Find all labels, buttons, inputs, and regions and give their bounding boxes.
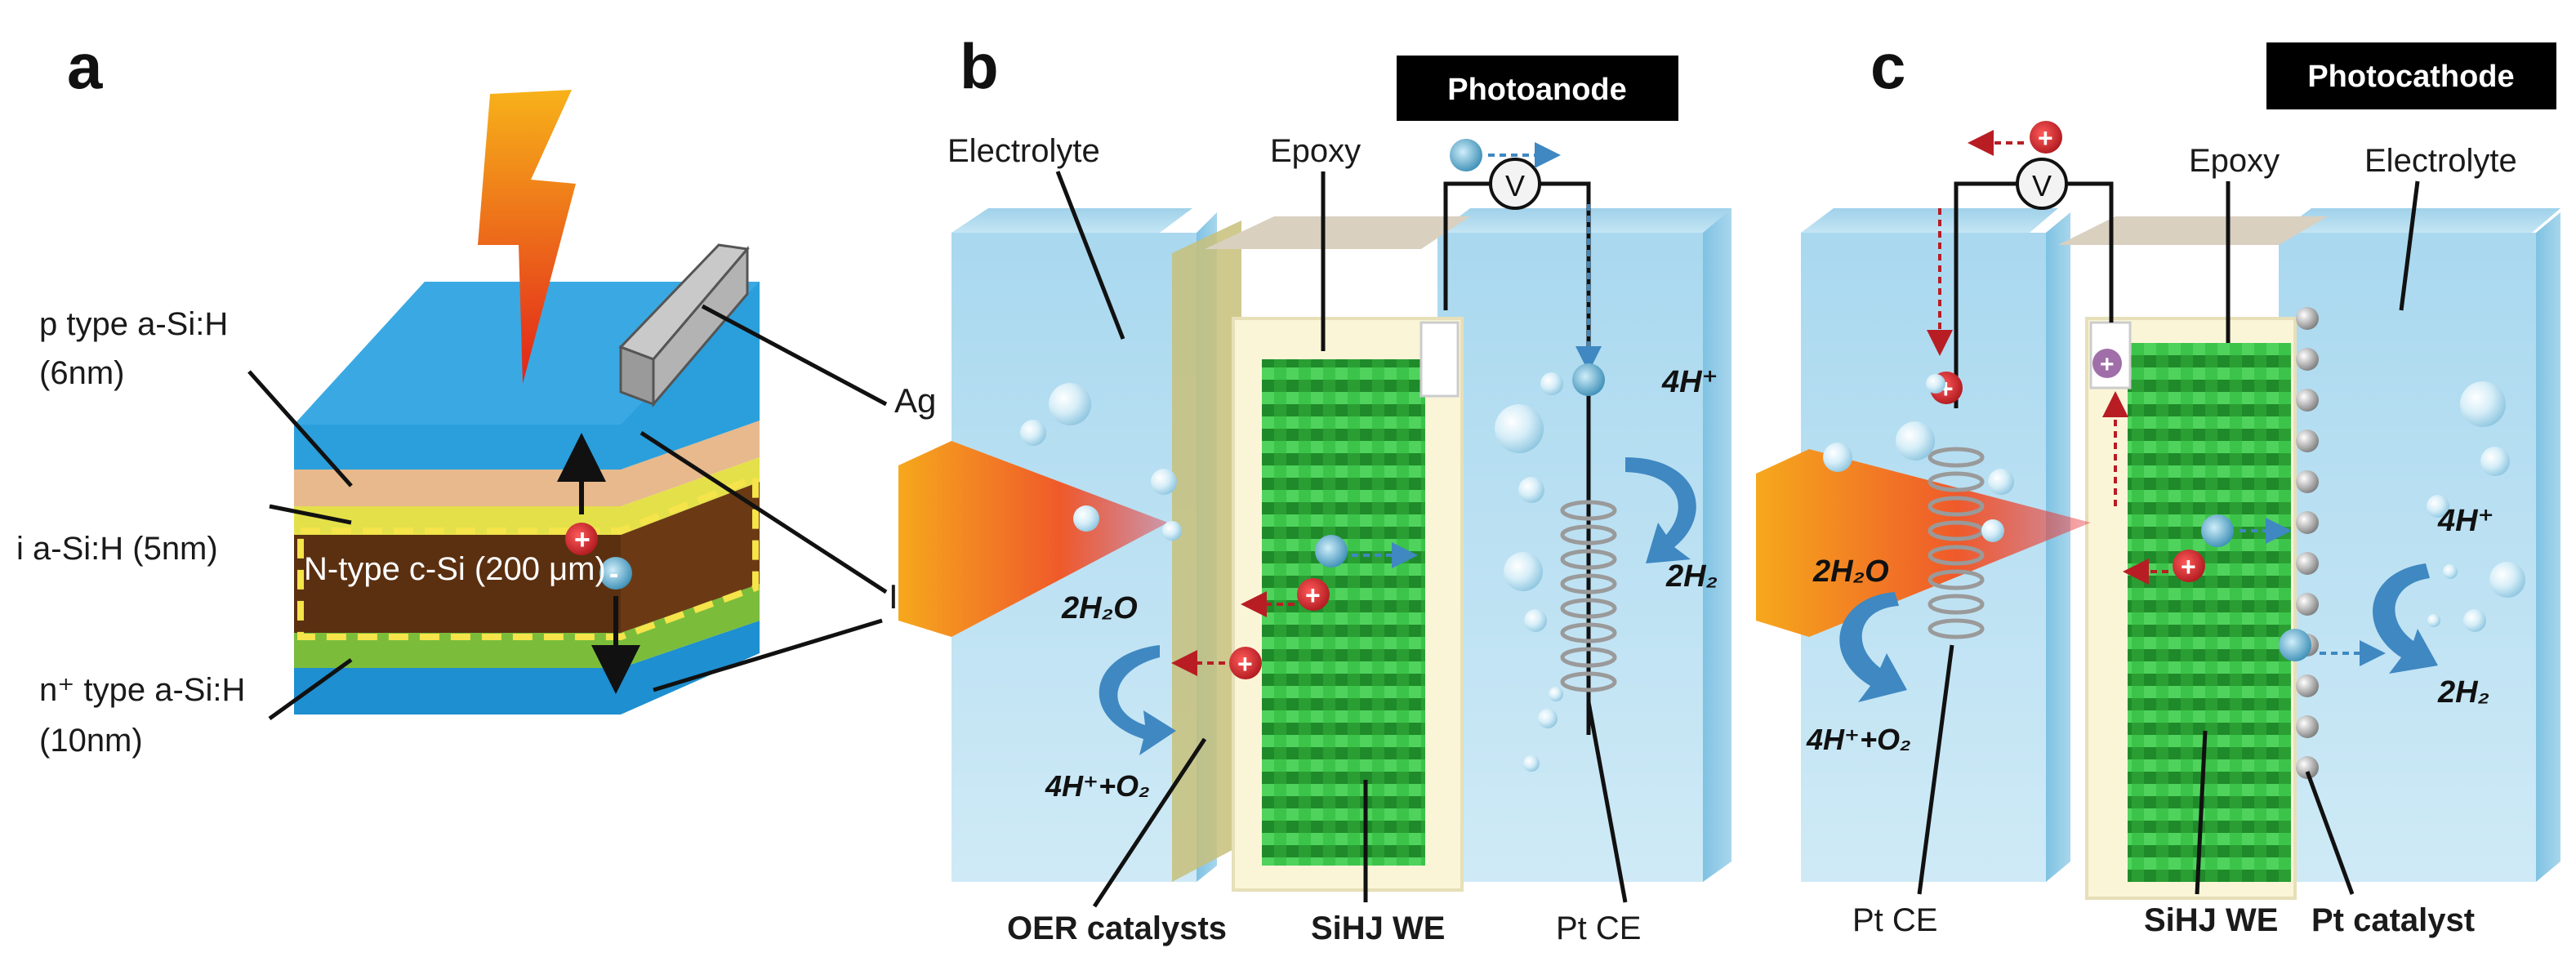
panel-c: c Photocathode V + [1756,30,2560,938]
photoanode-label: Photoanode [1447,73,1627,107]
n-type-layer [294,584,760,668]
panel-b: b Photoanode V [898,30,1731,946]
voltmeter-icon [1489,158,1541,210]
voltmeter-icon [2016,158,2068,210]
pt-counter-electrode-coil [1928,447,1985,639]
bottom-ito-layer [294,621,760,714]
hole-icon [2092,349,2122,378]
label-i-layer: i a-Si:H (5nm) [16,531,218,567]
hole-icon [1229,647,1262,679]
label-electrolyte: Electrolyte [2364,143,2517,179]
leader-p-type [247,370,353,487]
leader-ce [1586,701,1628,903]
leader-ce [1917,644,1954,895]
oer-catalyst-layer [1172,220,1241,882]
sihj-we-electrode [2128,343,2291,882]
gas-bubbles [1823,374,2525,632]
reaction-4h-o2: 4H⁺+O₂ [1806,723,1911,756]
svg-text:+: + [1237,649,1253,679]
label-p-thickness: (6nm) [39,355,124,391]
panel-a: a + [16,30,945,759]
p-type-layer [294,421,760,506]
i-layer [294,457,760,535]
label-n-thickness: (10nm) [39,723,143,759]
hole-icon [565,523,598,555]
photocathode-label: Photocathode [2307,60,2514,94]
reaction-2h2o: 2H₂O [1812,554,1889,589]
leader-we [2195,730,2208,895]
label-pt-ce: Pt CE [1852,902,1937,938]
leader-oer [1092,737,1207,908]
svg-text:+: + [2100,351,2115,378]
label-pt-ce: Pt CE [1556,910,1641,946]
hole-icon [1297,578,1330,611]
reaction-2h2: 2H₂ [2437,675,2489,710]
label-epoxy: Epoxy [1270,133,1361,169]
svg-text:+: + [574,524,591,555]
electron-icon [2279,629,2311,661]
sihj-we-electrode [1262,359,1425,866]
label-epoxy: Epoxy [2189,143,2280,179]
svg-text:+: + [2181,552,2196,581]
electron-icon [2201,514,2234,547]
svg-text:+: + [2038,123,2053,153]
panel-letter-b: b [960,30,999,102]
label-oer-catalysts: OER catalysts [1007,910,1227,946]
lightning-icon [478,90,576,384]
pt-catalyst-particles [2296,307,2319,779]
label-sihj-we: SiHJ WE [2144,902,2278,938]
light-beam-icon [898,441,1168,637]
curved-arrow-right [2373,563,2438,674]
photoanode-badge [1397,56,1678,121]
label-wafer: N-type c-Si (200 μm) [304,551,606,587]
voltmeter-label: V [2032,169,2052,203]
leader-catalyst [2305,771,2355,895]
label-sihj-we: SiHJ WE [1311,910,1445,946]
gas-bubbles [1020,372,1563,772]
leader-ito-top [640,430,888,594]
label-n-type: n⁺ type a-Si:H [39,672,245,708]
svg-text:+: + [1305,581,1321,610]
electron-icon [599,557,632,590]
electron-icon [1572,363,1605,396]
leader-ito-bottom [653,618,883,692]
reaction-2h2: 2H₂ [1665,559,1718,594]
voltmeter-label: V [1505,169,1525,203]
curved-arrow-left [1839,592,1907,702]
leader-i-layer [269,504,352,525]
reaction-4h: 4H⁺ [1661,365,1718,399]
label-electrolyte: Electrolyte [947,133,1100,169]
light-beam-icon [1756,449,2091,637]
panel-letter-c: c [1870,30,1905,102]
pt-counter-electrode-coil [1560,500,1617,692]
electron-icon [1450,139,1482,171]
sihj-cell-stack: + - [294,90,760,714]
hole-icon [2030,121,2062,154]
reaction-4h: 4H⁺ [2437,504,2494,538]
panel-letter-a: a [67,30,103,102]
label-ag: Ag [894,381,936,420]
curved-arrow-left [1099,645,1176,755]
reaction-2h2o: 2H₂O [1061,591,1138,625]
reaction-4h-o2: 4H⁺+O₂ [1045,769,1150,803]
right-electrolyte-chamber [2279,233,2536,882]
curved-arrow-right [1625,457,1696,563]
leader-ag [701,304,888,407]
svg-text:-: - [609,559,618,590]
label-pt-catalyst: Pt catalyst [2311,902,2475,938]
circuit-wire-left [1443,181,1491,310]
circuit-wire-left [1954,181,2017,408]
circuit-wire-right [2066,181,2114,323]
electron-icon [1315,535,1348,568]
photocathode-badge [2266,42,2556,109]
wafer-dashed-outline [297,473,759,640]
leader-electrolyte [1055,171,1125,340]
leader-n-type [268,657,353,721]
hole-icon [2173,550,2205,582]
leader-electrolyte [2399,180,2420,311]
label-p-type: p type a-Si:H [39,306,228,342]
